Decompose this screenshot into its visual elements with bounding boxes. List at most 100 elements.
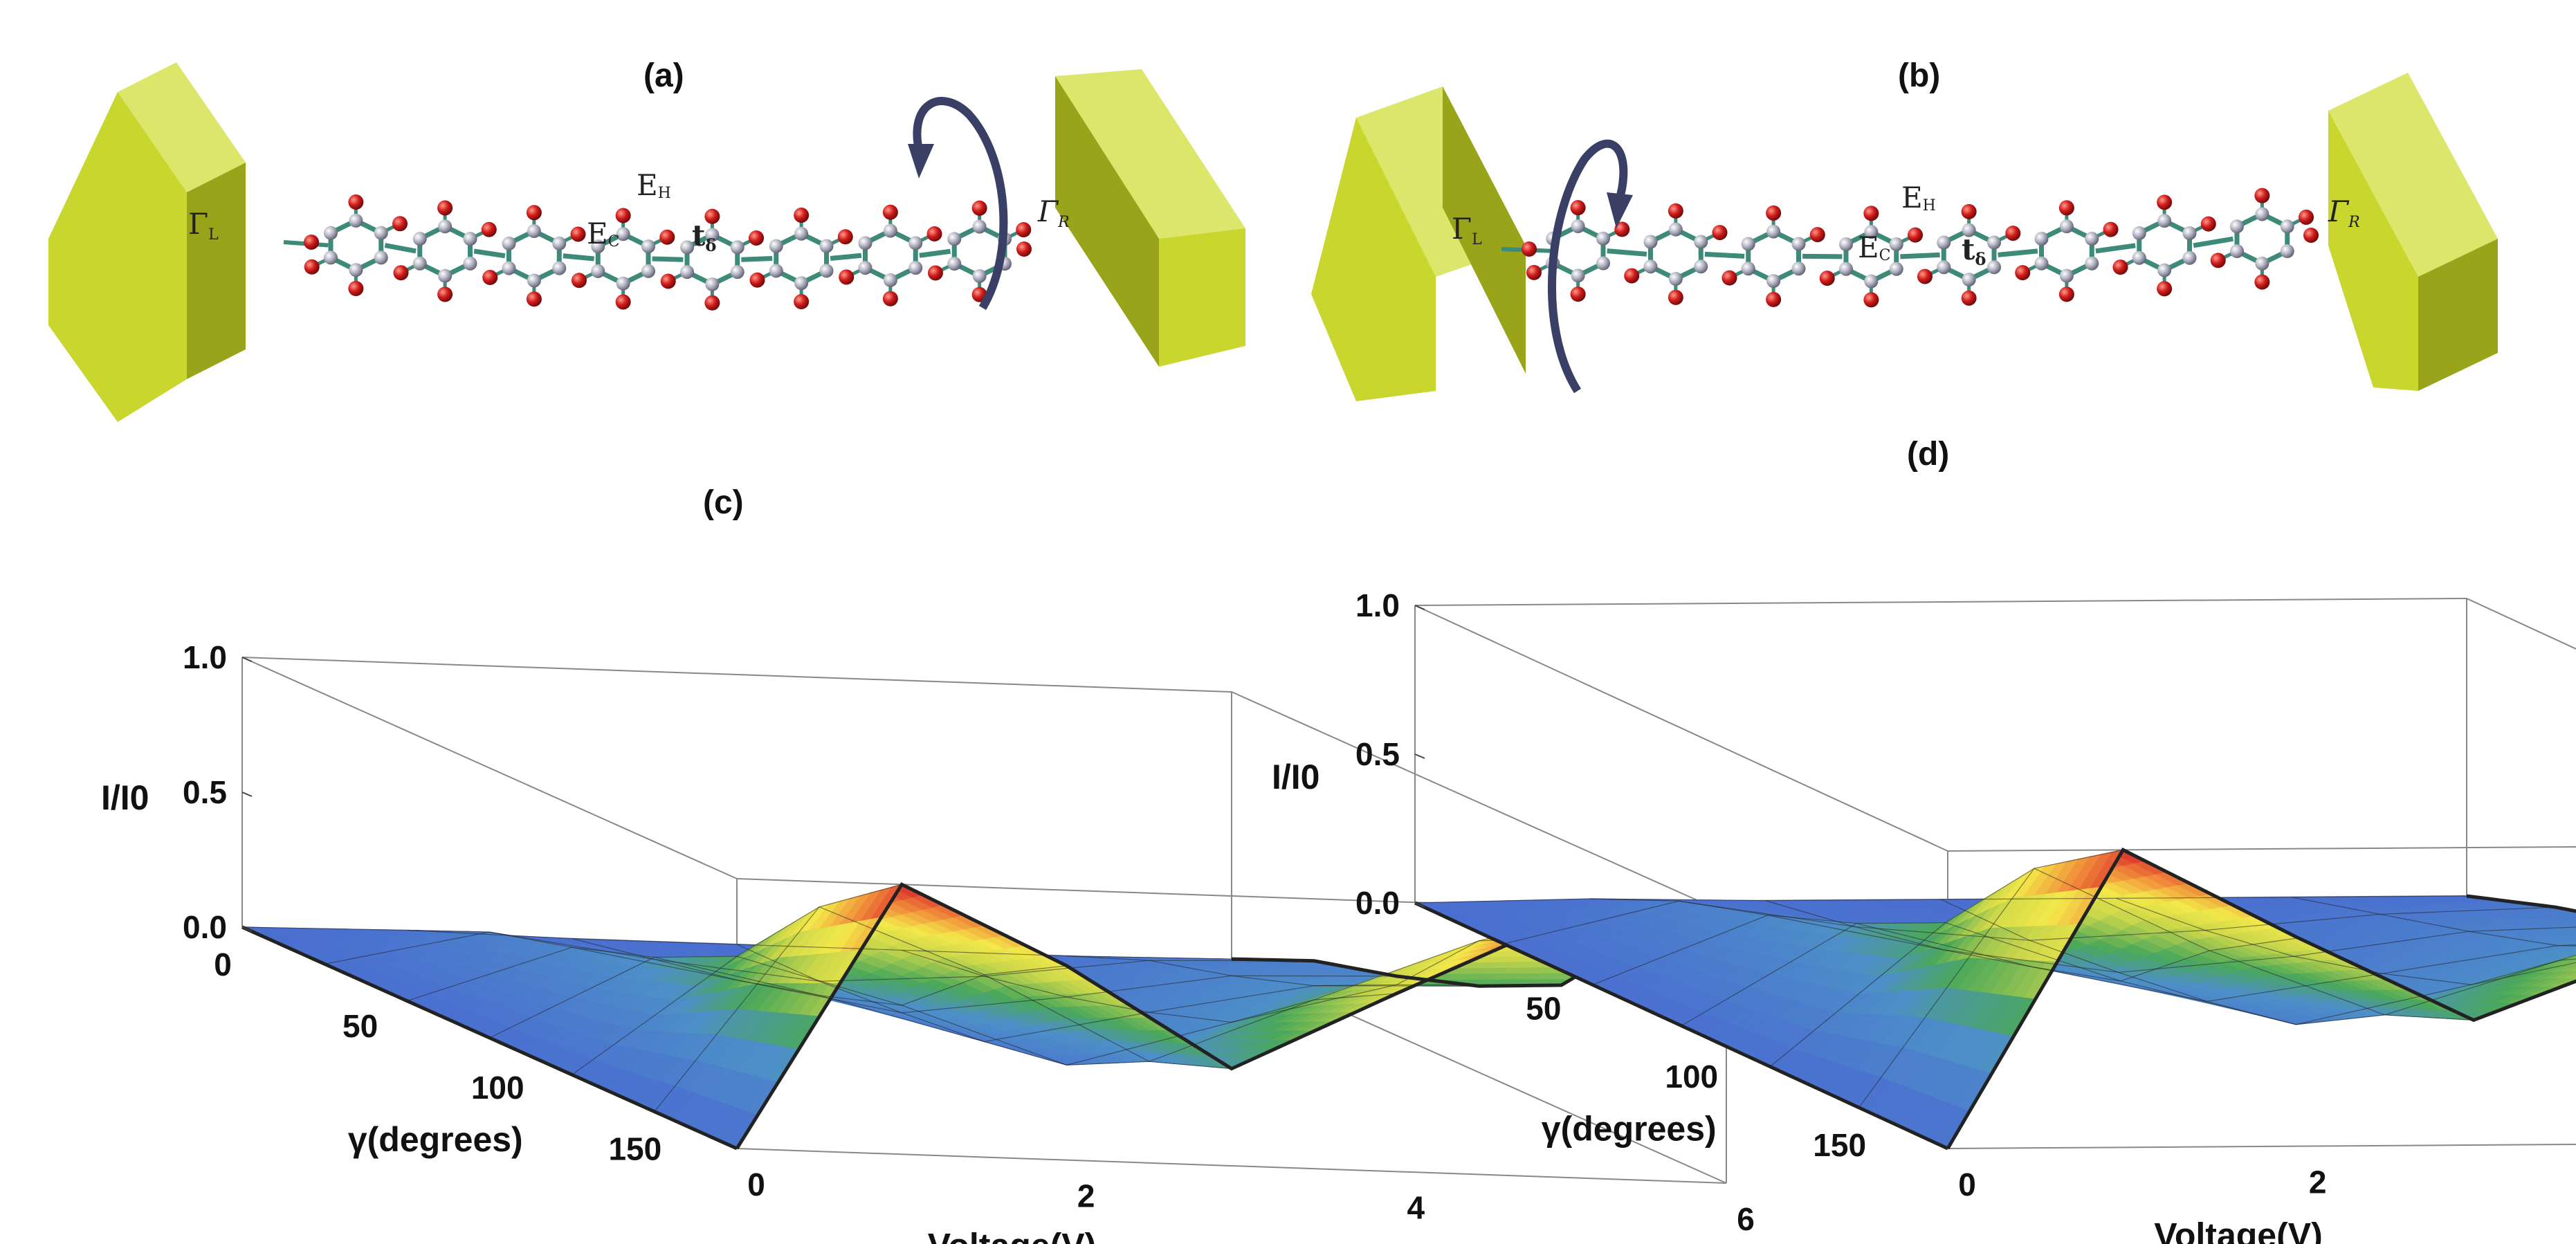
t-delta-label: tδ [692, 219, 716, 255]
oxygen-atom [794, 208, 810, 223]
panel-label-b: (b) [1898, 57, 1940, 94]
x-tick-label: 150 [608, 1131, 661, 1167]
carbon-atom [1986, 260, 2001, 275]
carbon-atom [1766, 224, 1781, 239]
panel-label-a: (a) [643, 57, 684, 94]
panel-label-d: (d) [1907, 436, 1949, 473]
rotation-arrow-left [1548, 139, 1633, 394]
carbon-atom [324, 226, 338, 240]
chart-d: (d) 0.00.51.0501001500246I/I0γ(degrees)V… [1272, 436, 2576, 1244]
oxygen-atom [570, 226, 586, 242]
x-tick-label: 50 [342, 1008, 378, 1044]
carbon-atom [819, 264, 834, 278]
carbon-atom [2034, 256, 2049, 271]
carbon-atom [858, 236, 873, 250]
oxygen-atom [526, 291, 542, 307]
y-tick-label: 6 [1737, 1201, 1755, 1237]
oxygen-atom [1016, 222, 1032, 238]
gamma-right-label: ΓR [1037, 194, 1070, 231]
carbon-atom [972, 219, 987, 234]
carbon-atom [2182, 226, 2197, 241]
z-tick-label: 0.0 [183, 909, 227, 945]
x-tick-label: 100 [471, 1070, 524, 1106]
right-electrode-b [2328, 73, 2498, 391]
carbon-atom [819, 239, 834, 253]
carbon-atom [1937, 260, 1951, 275]
carbon-atom [2255, 207, 2269, 221]
x-tick-label: 0 [214, 946, 232, 982]
oxygen-atom [2103, 221, 2119, 237]
oxygen-atom [1819, 271, 1835, 286]
carbon-atom [2132, 226, 2146, 241]
eh-label: EH [637, 168, 671, 202]
atoms [304, 194, 1032, 311]
oxygen-atom [1766, 205, 1782, 221]
oxygen-atom [1570, 200, 1586, 216]
carbon-atom [641, 264, 655, 278]
y-tick-label: 0 [747, 1167, 765, 1202]
y-tick-label: 2 [2309, 1164, 2327, 1200]
z-axis-title: I/I0 [101, 778, 149, 817]
carbon-atom [908, 236, 923, 250]
carbon-atom [1962, 223, 1976, 237]
carbon-atom [374, 226, 388, 240]
y-axis-title: Voltage(V) [2154, 1216, 2323, 1244]
oxygen-atom [794, 293, 810, 309]
oxygen-atom [927, 265, 943, 281]
carbon-atom [769, 239, 783, 253]
carbon-atom [616, 227, 630, 241]
ec-label-b: EC [1858, 230, 1891, 264]
carbon-atom [1643, 235, 1658, 249]
carbon-atom [349, 263, 363, 277]
right-electrode [1055, 69, 1245, 367]
carbon-atom [1839, 237, 1854, 252]
oxygen-atom [437, 200, 453, 216]
panel-b: (b) ΓL ΓR EH EC tδ [1311, 57, 2498, 401]
carbon-atom [972, 268, 987, 283]
t-delta-label-b: tδ [1962, 232, 1986, 269]
carbon-atom [438, 268, 453, 283]
carbon-atom [502, 261, 516, 275]
carbon-atom [1864, 274, 1879, 289]
carbon-atom [641, 239, 655, 254]
oxygen-atom [2157, 194, 2173, 210]
gamma-left-label: ΓL [188, 207, 219, 244]
x-tick-label: 100 [1665, 1059, 1718, 1095]
oxygen-atom [481, 221, 497, 237]
carbon-atom [527, 224, 541, 239]
y-axis-title: Voltage(V) [928, 1227, 1097, 1244]
carbon-atom [1694, 259, 1708, 274]
oxygen-atom [1809, 227, 1825, 243]
carbon-atom [1986, 235, 2001, 250]
oxygen-atom [2005, 226, 2021, 241]
oxygen-atom [1668, 289, 1683, 305]
z-tick-label: 1.0 [1355, 587, 1400, 623]
y-tick-label: 4 [1407, 1189, 1425, 1225]
z-tick-label: 0.5 [183, 774, 227, 810]
ec-label: EC [587, 217, 620, 250]
oxygen-atom [1766, 291, 1782, 307]
gamma-right-label-b: ΓR [2328, 194, 2360, 231]
oxygen-atom [1961, 290, 1977, 306]
oxygen-atom [2254, 187, 2270, 203]
oxygen-atom [1522, 241, 1537, 257]
oxygen-atom [2303, 228, 2319, 243]
carbon-atom [2085, 232, 2099, 246]
carbon-atom [412, 256, 427, 271]
oxygen-atom [926, 226, 942, 241]
carbon-atom [883, 273, 897, 287]
oxygen-atom [392, 216, 408, 232]
carbon-atom [680, 265, 695, 280]
oxygen-atom [704, 208, 720, 224]
carbon-atom [1889, 237, 1903, 252]
carbon-atom [2132, 250, 2146, 265]
y-tick-label: 0 [1958, 1167, 1976, 1202]
oxygen-atom [1614, 221, 1630, 237]
oxygen-atom [304, 259, 320, 275]
carbon-atom [1668, 222, 1683, 237]
carbon-atom [2034, 232, 2049, 246]
carbon-atom [730, 240, 745, 255]
oxygen-atom [348, 281, 364, 297]
